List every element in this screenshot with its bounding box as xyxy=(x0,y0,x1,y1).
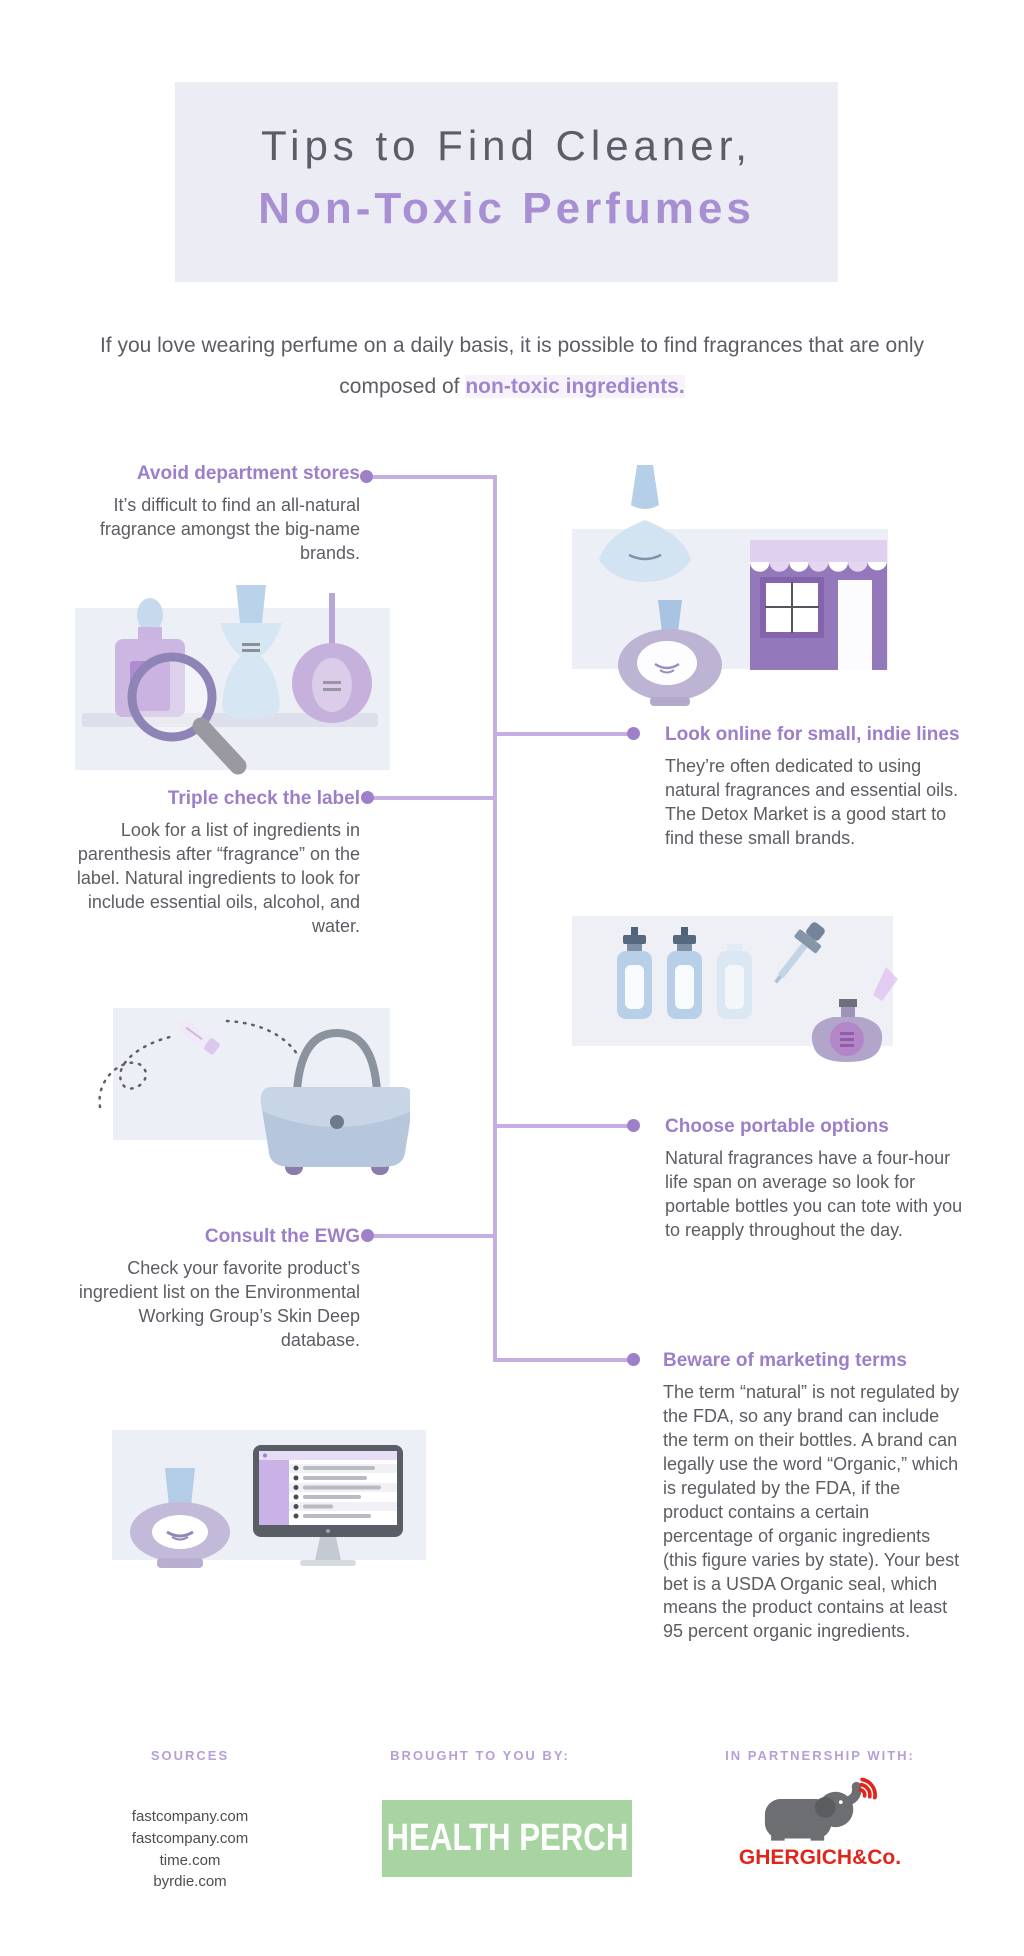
handbag-icon xyxy=(260,1028,410,1175)
dotted-trail xyxy=(98,1035,172,1109)
section-heading: Avoid department stores xyxy=(136,463,360,484)
section-body: It’s difficult to find an all-natural fr… xyxy=(99,495,360,563)
section-heading: Look online for small, indie lines xyxy=(665,724,960,745)
round-purple-bottle-icon xyxy=(292,593,372,723)
dotted-trail xyxy=(225,1019,301,1059)
section-body: They’re often dedicated to using natural… xyxy=(665,756,959,848)
source-item: fastcompany.com xyxy=(131,1829,249,1847)
connector-dot xyxy=(627,1119,640,1132)
connector-dot xyxy=(361,1229,374,1242)
ghergich-elephant-logo xyxy=(764,1777,877,1841)
section-body: The term “natural” is not regulated by t… xyxy=(663,1382,960,1642)
perfume-flacon-icon xyxy=(811,967,898,1062)
page-title-line1: Tips to Find Cleaner, xyxy=(261,122,752,169)
section-choose-portable: Choose portable options Natural fragranc… xyxy=(665,1116,965,1243)
round-bottle-icon xyxy=(130,1468,230,1568)
section-look-online: Look online for small, indie lines They’… xyxy=(665,724,965,851)
source-item: fastcompany.com xyxy=(131,1808,249,1825)
ghergich-logo-text: GHERGICH&Co. xyxy=(738,1846,902,1869)
connector-branch xyxy=(493,1358,633,1362)
intro-paragraph: If you love wearing perfume on a daily b… xyxy=(82,326,942,408)
connector-branch xyxy=(493,1124,633,1128)
section-triple-check-label: Triple check the label Look for a list o… xyxy=(60,788,360,939)
section-body: Look for a list of ingredients in parent… xyxy=(76,820,360,936)
dropper-bottle-icon xyxy=(667,927,702,1019)
connector-branch xyxy=(493,732,633,736)
monitor-illustration xyxy=(112,1430,426,1568)
handbag-illustration xyxy=(98,1008,410,1175)
title-block: Tips to Find Cleaner, Non-Toxic Perfumes xyxy=(175,82,838,282)
elephant-icon xyxy=(764,1781,862,1841)
connector-dot xyxy=(627,727,640,740)
healthperch-logo: HEALTH PERCH xyxy=(382,1800,632,1877)
connector-trunk-line xyxy=(493,475,497,1362)
magnifying-glass-icon xyxy=(127,652,247,775)
section-heading: Choose portable options xyxy=(665,1116,889,1137)
perfume-shelf-illustration xyxy=(75,585,390,775)
partnership-label: IN PARTNERSHIP WITH: xyxy=(725,1748,915,1763)
storefront-illustration xyxy=(572,465,888,706)
section-heading: Beware of marketing terms xyxy=(663,1350,907,1371)
section-consult-ewg: Consult the EWG Check your favorite prod… xyxy=(60,1226,360,1353)
dropper-icon xyxy=(774,922,825,984)
perfume-vial-icon xyxy=(178,1020,220,1055)
section-body: Natural fragrances have a four-hour life… xyxy=(665,1148,963,1240)
diamond-perfume-bottle-icon xyxy=(599,465,691,582)
storefront-icon xyxy=(750,540,887,670)
section-body: Check your favorite product’s ingredient… xyxy=(78,1258,360,1350)
sources-label: SOURCES xyxy=(150,1748,230,1763)
source-item: time.com xyxy=(159,1851,221,1869)
connector-dot xyxy=(627,1353,640,1366)
section-avoid-department-stores: Avoid department stores It’s difficult t… xyxy=(60,463,360,566)
section-heading: Triple check the label xyxy=(167,788,360,809)
intro-text: If you love wearing perfume on a daily b… xyxy=(99,334,925,398)
connector-dot xyxy=(360,470,373,483)
source-item: byrdie.com xyxy=(153,1873,227,1891)
round-perfume-bottle-icon xyxy=(618,600,722,706)
page-title-line2: Non-Toxic Perfumes xyxy=(258,184,755,233)
signal-waves-icon xyxy=(858,1777,877,1800)
desktop-monitor-icon xyxy=(253,1445,403,1566)
brought-by-label: BROUGHT TO YOU BY: xyxy=(390,1748,570,1763)
section-heading: Consult the EWG xyxy=(204,1226,360,1247)
section-beware-marketing: Beware of marketing terms The term “natu… xyxy=(663,1350,963,1644)
connector-branch xyxy=(368,475,497,479)
connector-dot xyxy=(361,791,374,804)
dropper-bottles-illustration xyxy=(572,916,898,1062)
intro-highlight: non-toxic ingredients. xyxy=(465,374,685,398)
connector-branch xyxy=(369,1234,497,1238)
connector-branch xyxy=(369,796,497,800)
sources-list: fastcompany.com fastcompany.com time.com… xyxy=(90,1806,290,1893)
dropper-bottle-icon xyxy=(617,927,652,1019)
blue-curvy-bottle-icon xyxy=(220,585,282,719)
faded-bottle-icon xyxy=(717,944,752,1019)
healthperch-logo-text: HEALTH PERCH xyxy=(386,1817,628,1859)
